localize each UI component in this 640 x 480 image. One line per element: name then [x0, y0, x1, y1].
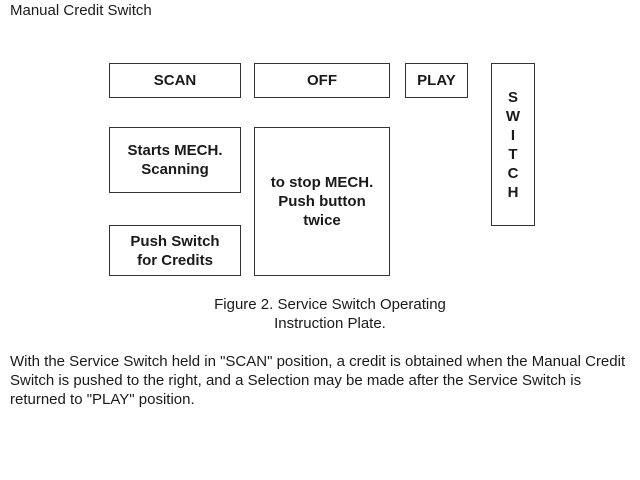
switch-letter: I — [510, 126, 516, 144]
switch-letter: H — [507, 183, 519, 201]
push-switch-label: Push Switch for Credits — [130, 232, 220, 269]
switch-letter: W — [505, 107, 521, 125]
scan-label: SCAN — [153, 72, 197, 89]
switch-letter: S — [507, 88, 518, 106]
starts-mech-box: Starts MECH. Scanning — [109, 127, 241, 193]
switch-letter: C — [507, 164, 519, 182]
figure-caption: Figure 2. Service Switch Operating Instr… — [214, 296, 446, 332]
scan-label-box: SCAN — [109, 63, 241, 98]
play-label: PLAY — [417, 72, 456, 89]
body-paragraph: With the Service Switch held in "SCAN" p… — [10, 353, 626, 408]
push-switch-box: Push Switch for Credits — [109, 225, 241, 276]
switch-label-box: S W I T C H — [491, 63, 535, 226]
stop-mech-label: to stop MECH. Push button twice — [270, 174, 374, 229]
off-label-box: OFF — [254, 63, 390, 98]
stop-mech-box: to stop MECH. Push button twice — [254, 127, 390, 276]
switch-letter: T — [508, 145, 518, 163]
play-label-box: PLAY — [405, 63, 468, 98]
starts-mech-label: Starts MECH. Scanning — [127, 142, 223, 178]
off-label: OFF — [307, 72, 337, 89]
previous-text-fragment: Manual Credit Switch — [10, 2, 152, 19]
